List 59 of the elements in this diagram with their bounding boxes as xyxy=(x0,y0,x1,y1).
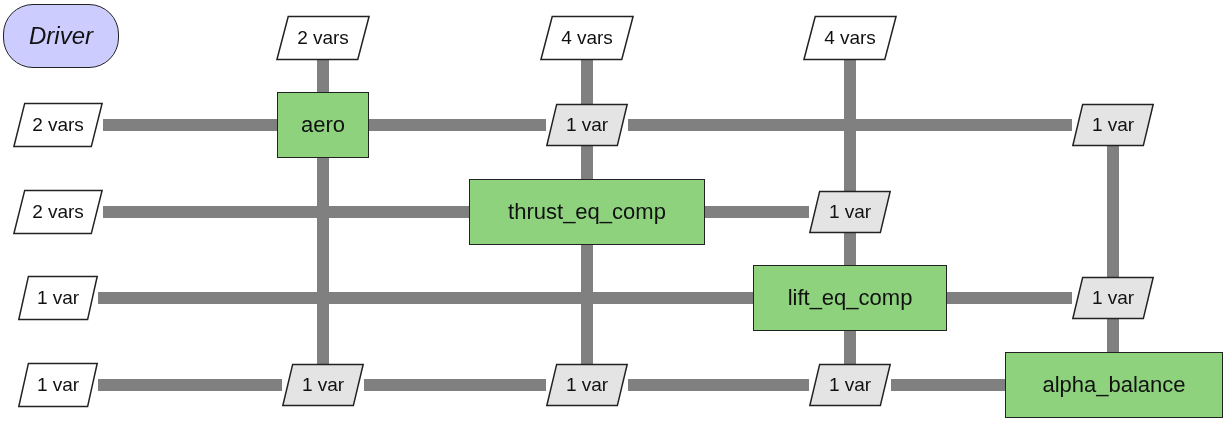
input-parallelogram xyxy=(803,16,897,60)
function-block xyxy=(469,179,705,245)
data-connector xyxy=(628,379,809,391)
data-connector xyxy=(317,158,329,364)
block-label: 2 vars xyxy=(32,114,84,136)
block-label: 1 var xyxy=(828,374,872,396)
function-block xyxy=(1005,352,1223,418)
data-connector xyxy=(581,146,593,179)
input-parallelogram xyxy=(540,16,634,60)
data-connector xyxy=(628,119,1072,131)
block-label: lift_eq_comp xyxy=(787,285,913,311)
coupling-parallelogram xyxy=(1072,277,1154,319)
data-connector xyxy=(844,331,856,364)
coupling-parallelogram xyxy=(809,364,891,406)
data-connector xyxy=(947,292,1072,304)
block-label: 1 var xyxy=(1091,114,1135,136)
block-label: 1 var xyxy=(36,374,80,396)
block-label: 1 var xyxy=(301,374,345,396)
data-connector xyxy=(891,379,1005,391)
data-connector xyxy=(369,119,546,131)
block-label: alpha_balance xyxy=(1042,372,1186,398)
coupling-parallelogram xyxy=(546,104,628,146)
block-label: 2 vars xyxy=(32,201,84,223)
driver-block xyxy=(3,4,119,68)
data-connector xyxy=(1107,146,1119,277)
function-block xyxy=(277,92,369,158)
data-connector xyxy=(98,379,282,391)
data-connector xyxy=(103,119,277,131)
data-connector xyxy=(317,60,329,92)
block-label: 1 var xyxy=(36,287,80,309)
input-parallelogram xyxy=(13,190,103,234)
block-label: 2 vars xyxy=(297,27,349,49)
coupling-parallelogram xyxy=(1072,104,1154,146)
data-connector xyxy=(364,379,546,391)
block-label: 1 var xyxy=(565,374,609,396)
data-connector xyxy=(581,245,593,364)
input-parallelogram xyxy=(18,363,98,407)
coupling-parallelogram xyxy=(809,191,891,233)
data-connector xyxy=(581,60,593,104)
data-connector xyxy=(103,206,469,218)
block-label: thrust_eq_comp xyxy=(508,199,666,225)
coupling-parallelogram xyxy=(546,364,628,406)
block-label: 4 vars xyxy=(824,27,876,49)
data-connector xyxy=(1107,319,1119,352)
block-label: 1 var xyxy=(565,114,609,136)
block-label: 1 var xyxy=(828,201,872,223)
block-label: aero xyxy=(300,112,345,138)
data-connector xyxy=(844,233,856,265)
input-parallelogram xyxy=(276,16,370,60)
coupling-parallelogram xyxy=(282,364,364,406)
block-label: 4 vars xyxy=(561,27,613,49)
block-label: Driver xyxy=(29,22,93,50)
data-connector xyxy=(98,292,753,304)
data-connector xyxy=(844,60,856,191)
function-block xyxy=(753,265,947,331)
block-label: 1 var xyxy=(1091,287,1135,309)
input-parallelogram xyxy=(13,103,103,147)
input-parallelogram xyxy=(18,276,98,320)
data-connector xyxy=(705,206,809,218)
